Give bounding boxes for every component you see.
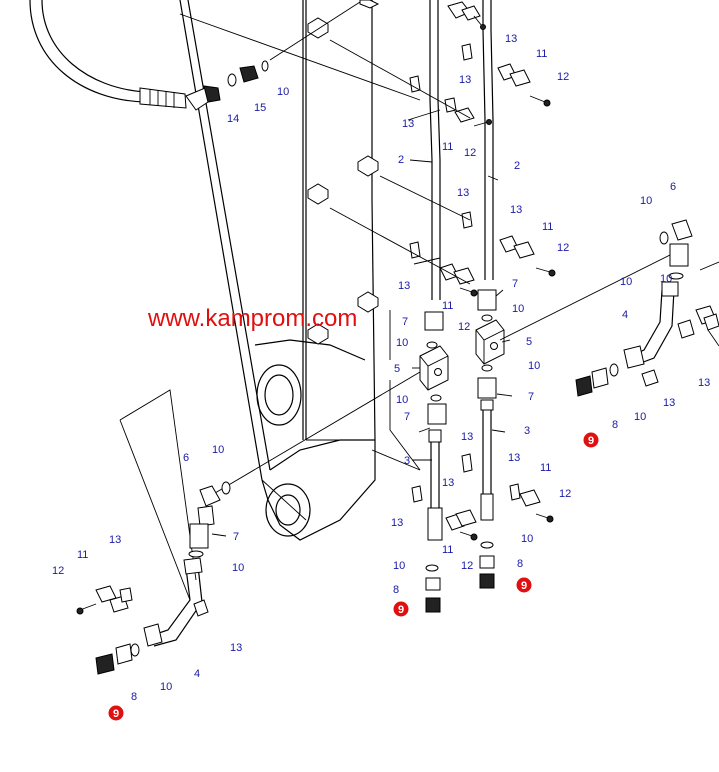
badge-label: 9 xyxy=(521,580,527,592)
callout-2: 2 xyxy=(514,160,520,172)
callout-7: 7 xyxy=(512,278,518,290)
callout-10: 10 xyxy=(512,303,524,315)
boom-arm xyxy=(179,0,376,541)
callout-12: 12 xyxy=(52,565,64,577)
callout-labels: 13 11 12 13 13 11 12 2 2 10 15 14 13 13 … xyxy=(52,33,710,703)
badge-circle xyxy=(393,601,409,617)
badge-circle xyxy=(516,577,532,593)
callout-8: 8 xyxy=(612,419,618,431)
clamps xyxy=(409,1,541,531)
callout-11: 11 xyxy=(442,300,453,312)
badge-9[interactable]: 9 xyxy=(393,601,409,617)
callout-13: 13 xyxy=(663,397,675,409)
callout-13: 13 xyxy=(505,33,517,45)
callout-4: 4 xyxy=(622,309,628,321)
callout-10: 10 xyxy=(634,411,646,423)
tubes xyxy=(427,0,494,541)
callout-12: 12 xyxy=(557,242,569,254)
callout-13: 13 xyxy=(398,280,410,292)
left-pipe-assembly xyxy=(95,481,231,675)
callout-11: 11 xyxy=(77,549,88,561)
callout-10: 10 xyxy=(393,560,405,572)
bolts xyxy=(76,15,556,615)
callout-10: 10 xyxy=(660,273,672,285)
callout-10: 10 xyxy=(528,360,540,372)
callout-7: 7 xyxy=(402,316,408,328)
callout-12: 12 xyxy=(458,321,470,333)
callout-13: 13 xyxy=(459,74,471,86)
callout-3: 3 xyxy=(524,425,530,437)
leader-lines xyxy=(119,1,681,601)
callout-10: 10 xyxy=(277,86,289,98)
callout-12: 12 xyxy=(557,71,569,83)
callout-12: 12 xyxy=(461,560,473,572)
badge-label: 9 xyxy=(398,604,404,616)
callout-12: 12 xyxy=(559,488,571,500)
callout-12: 12 xyxy=(464,147,476,159)
badge-9[interactable]: 9 xyxy=(583,432,599,448)
callout-10: 10 xyxy=(232,562,244,574)
callout-8: 8 xyxy=(517,558,523,570)
callout-10: 10 xyxy=(521,533,533,545)
callout-13: 13 xyxy=(461,431,473,443)
blocks xyxy=(419,319,505,391)
badge-circle xyxy=(108,705,124,721)
callout-13: 13 xyxy=(508,452,520,464)
callout-11: 11 xyxy=(442,544,453,556)
callout-13: 13 xyxy=(510,204,522,216)
badge-9[interactable]: 9 xyxy=(108,705,124,721)
callout-13: 13 xyxy=(442,477,454,489)
boom-brackets xyxy=(307,0,380,345)
callout-11: 11 xyxy=(536,48,547,60)
callout-14: 14 xyxy=(227,113,239,125)
callout-11: 11 xyxy=(540,462,551,474)
callout-10: 10 xyxy=(640,195,652,207)
callout-7: 7 xyxy=(528,391,534,403)
callout-7: 7 xyxy=(233,531,239,543)
fittings xyxy=(424,289,497,613)
callout-8: 8 xyxy=(131,691,137,703)
callout-8: 8 xyxy=(393,584,399,596)
callout-13: 13 xyxy=(457,187,469,199)
callout-13: 13 xyxy=(402,118,414,130)
callout-6: 6 xyxy=(183,452,189,464)
badge-9[interactable]: 9 xyxy=(516,577,532,593)
callout-11: 11 xyxy=(542,221,553,233)
highlighted-callouts: 9 9 9 9 xyxy=(108,432,599,721)
callout-5: 5 xyxy=(526,336,532,348)
callout-6: 6 xyxy=(670,181,676,193)
callout-5: 5 xyxy=(394,363,400,375)
callout-13: 13 xyxy=(109,534,121,546)
callout-10: 10 xyxy=(620,276,632,288)
callout-4: 4 xyxy=(194,668,200,680)
callout-10: 10 xyxy=(212,444,224,456)
badge-label: 9 xyxy=(588,435,594,447)
callout-7: 7 xyxy=(404,411,410,423)
callout-13: 13 xyxy=(698,377,710,389)
callout-3: 3 xyxy=(404,455,410,467)
badge-label: 9 xyxy=(113,708,119,720)
callout-15: 15 xyxy=(254,102,266,114)
callout-10: 10 xyxy=(396,337,408,349)
upper-hose xyxy=(29,0,269,111)
callout-11: 11 xyxy=(442,141,453,153)
right-pipe-assembly xyxy=(575,219,719,397)
callout-2: 2 xyxy=(398,154,404,166)
watermark-text: www.kamprom.com xyxy=(147,305,357,332)
callout-13: 13 xyxy=(230,642,242,654)
badge-circle xyxy=(583,432,599,448)
callout-10: 10 xyxy=(396,394,408,406)
callout-10: 10 xyxy=(160,681,172,693)
callout-leaders xyxy=(211,109,513,537)
callout-13: 13 xyxy=(391,517,403,529)
